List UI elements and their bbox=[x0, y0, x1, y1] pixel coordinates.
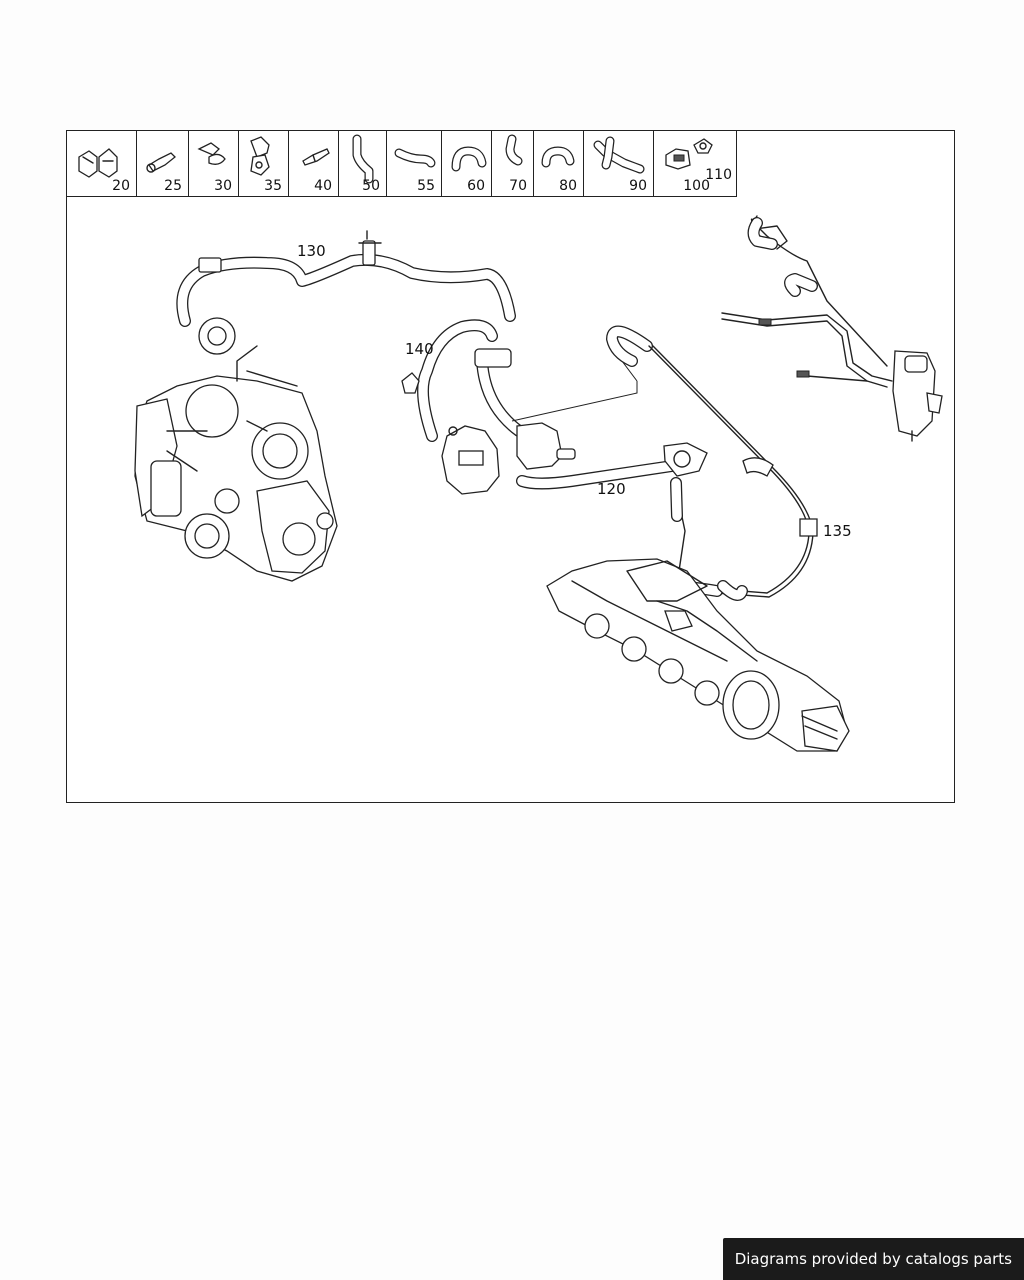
t-hose-icon bbox=[593, 136, 645, 174]
part-cell-80[interactable]: 80 bbox=[534, 131, 584, 196]
part-number-40: 40 bbox=[314, 178, 332, 194]
part-number-35: 35 bbox=[264, 178, 282, 194]
clamp-icon bbox=[197, 142, 226, 165]
arc-hose-icon bbox=[541, 146, 575, 168]
part-number-110: 110 bbox=[705, 167, 732, 183]
valve-bracket-icon bbox=[250, 136, 270, 176]
callout-140[interactable]: 140 bbox=[405, 340, 434, 358]
part-number-30: 30 bbox=[214, 178, 232, 194]
elbow-hose-icon bbox=[505, 134, 523, 166]
callout-135[interactable]: 135 bbox=[823, 522, 852, 540]
part-number-60: 60 bbox=[467, 178, 485, 194]
hose-120-illustration bbox=[606, 325, 818, 598]
callout-120[interactable]: 120 bbox=[597, 480, 626, 498]
part-number-55: 55 bbox=[417, 178, 435, 194]
connector-icon bbox=[146, 152, 176, 173]
u-hose-icon bbox=[451, 146, 487, 172]
part-cell-50[interactable]: 50 bbox=[339, 131, 387, 196]
part-cell-20[interactable]: 20 bbox=[67, 131, 137, 196]
part-cell-25[interactable]: 25 bbox=[137, 131, 189, 196]
part-cell-30[interactable]: 30 bbox=[189, 131, 239, 196]
part-cell-90[interactable]: 90 bbox=[584, 131, 654, 196]
part-number-100: 100 bbox=[683, 178, 710, 194]
part-number-25: 25 bbox=[164, 178, 182, 194]
intake-manifold-illustration bbox=[546, 558, 850, 752]
turbocharger-illustration bbox=[134, 230, 516, 582]
part-cell-55[interactable]: 55 bbox=[387, 131, 442, 196]
bent-hose-icon bbox=[352, 134, 374, 184]
part-number-50: 50 bbox=[362, 178, 380, 194]
callout-130[interactable]: 130 bbox=[297, 242, 326, 260]
straight-connector-icon bbox=[302, 148, 330, 166]
diagram-frame: 20 25 30 35 bbox=[66, 130, 955, 803]
part-cell-40[interactable]: 40 bbox=[289, 131, 339, 196]
curved-hose-icon bbox=[394, 148, 436, 168]
part-cell-100-110[interactable]: 100 110 bbox=[654, 131, 736, 196]
part-number-80: 80 bbox=[559, 178, 577, 194]
parts-legend: 20 25 30 35 bbox=[67, 131, 737, 197]
upper-right-valve-illustration bbox=[721, 215, 943, 442]
part-number-70: 70 bbox=[509, 178, 527, 194]
vacuum-pump-illustration bbox=[401, 319, 678, 495]
part-number-20: 20 bbox=[112, 178, 130, 194]
part-cell-35[interactable]: 35 bbox=[239, 131, 289, 196]
part-number-90: 90 bbox=[629, 178, 647, 194]
clip-set-icon bbox=[78, 148, 118, 178]
vacuum-valve-icon bbox=[665, 138, 713, 170]
part-cell-60[interactable]: 60 bbox=[442, 131, 492, 196]
vacuum-line-diagram bbox=[134, 215, 943, 752]
part-cell-70[interactable]: 70 bbox=[492, 131, 534, 196]
attribution-badge: Diagrams provided by catalogs parts bbox=[722, 1238, 1024, 1280]
